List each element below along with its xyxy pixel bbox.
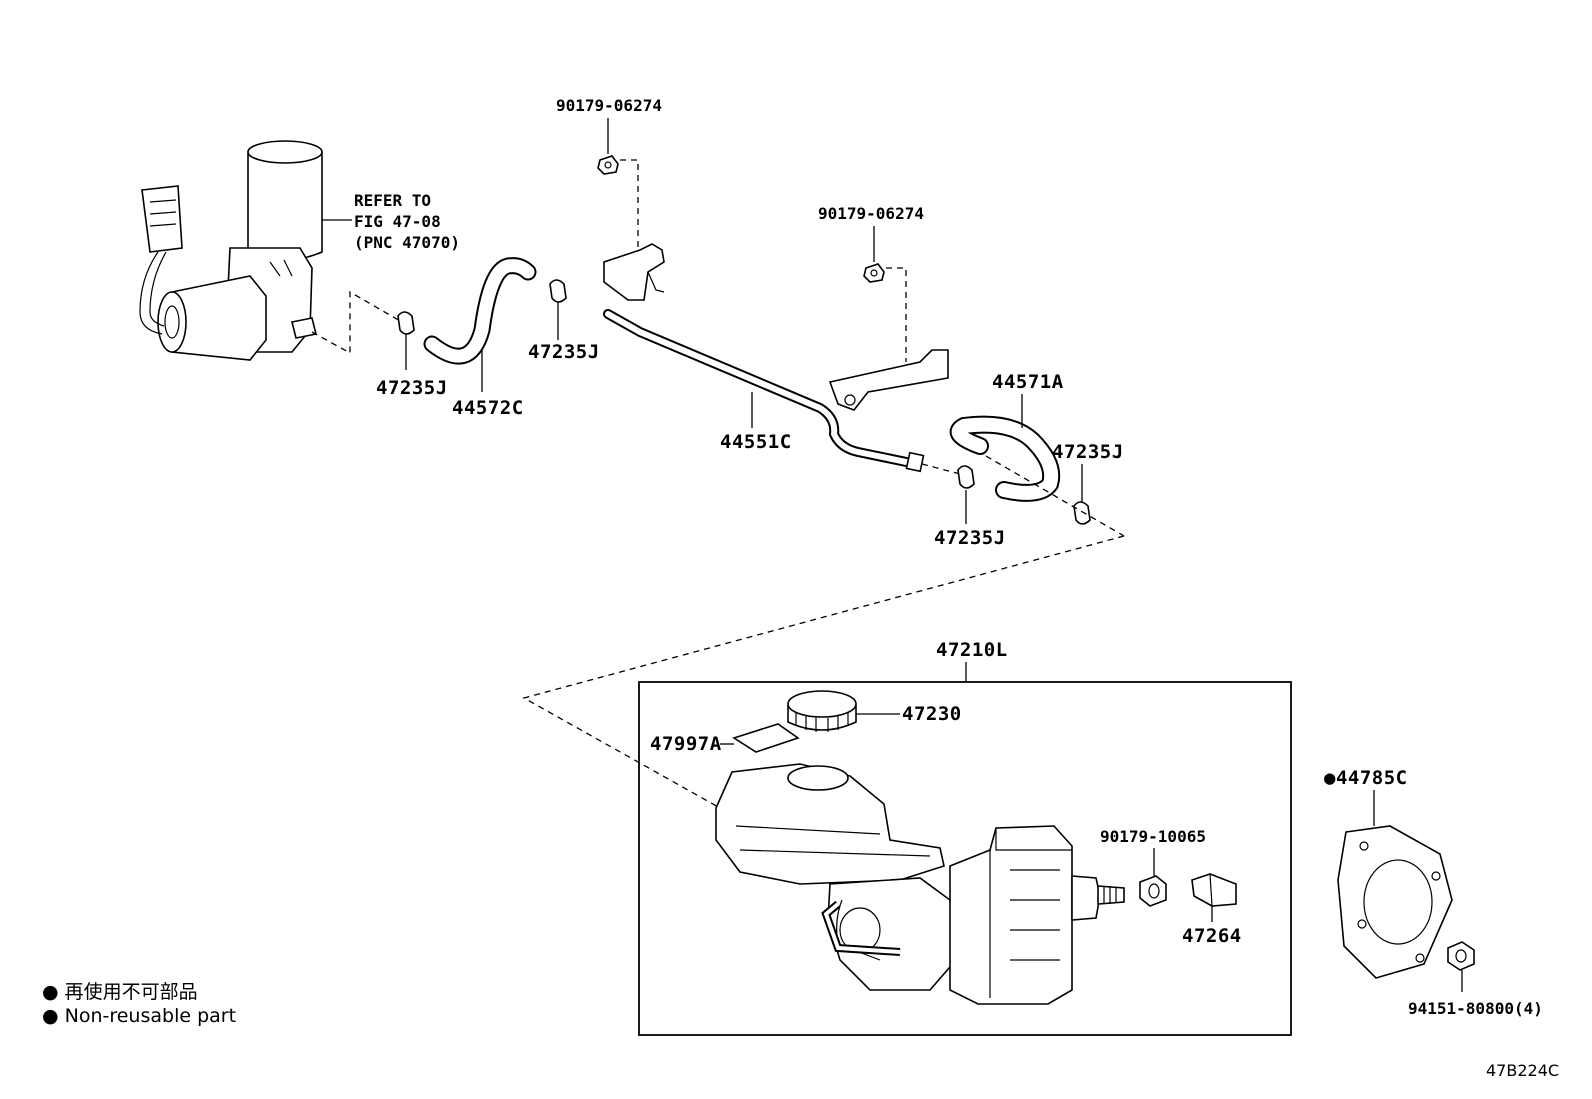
refer-note-line2: FIG 47-08	[354, 212, 441, 231]
callout-44551c: 44551C	[720, 431, 792, 453]
callout-47210l: 47210L	[936, 639, 1008, 661]
callout-90179-06274-mid: 90179-06274	[818, 204, 924, 223]
callout-47997a: 47997A	[650, 733, 722, 755]
nut-mid	[863, 263, 885, 283]
callout-47230: 47230	[902, 703, 962, 725]
callout-94151-80800: 94151-80800(4)	[1408, 999, 1543, 1018]
callout-44785c: ●44785C	[1324, 767, 1408, 789]
pump-motor-assembly	[139, 140, 352, 361]
nut-top	[597, 155, 619, 175]
callout-47235j-b: 47235J	[528, 341, 600, 363]
callout-47235j-d: 47235J	[934, 527, 1006, 549]
callout-47264: 47264	[1182, 925, 1242, 947]
callout-47235j-a: 47235J	[376, 377, 448, 399]
callout-44572c: 44572C	[452, 397, 524, 419]
hose-clip-c	[1073, 501, 1091, 525]
nut-94151-80800	[1447, 941, 1475, 992]
hose-44572c	[423, 257, 537, 392]
group-box-47210l	[638, 681, 1292, 1036]
hose-44571a	[949, 394, 1061, 502]
gasket-47997a	[720, 723, 800, 753]
figure-code: 47B224C	[1486, 1061, 1559, 1080]
callout-90179-06274-top: 90179-06274	[556, 96, 662, 115]
legend-non-reusable: ● Non-reusable part	[42, 1005, 236, 1027]
refer-note-line3: (PNC 47070)	[354, 233, 460, 252]
clevis-47264	[1191, 873, 1237, 922]
hose-clip-d	[957, 465, 975, 524]
booster-gasket-44785c	[1337, 825, 1453, 979]
callout-90179-10065: 90179-10065	[1100, 827, 1206, 846]
hose-clip-a	[397, 311, 415, 370]
brake-pipe-44551c	[603, 243, 949, 473]
master-cylinder-booster	[715, 763, 1125, 1005]
reservoir-cap-47230	[787, 690, 900, 732]
callout-44571a: 44571A	[992, 371, 1064, 393]
legend-japanese: ● 再使用不可部品	[42, 981, 198, 1003]
refer-note-line1: REFER TO	[354, 191, 431, 210]
hose-clip-b	[549, 279, 567, 340]
callout-47235j-c: 47235J	[1052, 441, 1124, 463]
nut-90179-10065	[1139, 875, 1167, 907]
